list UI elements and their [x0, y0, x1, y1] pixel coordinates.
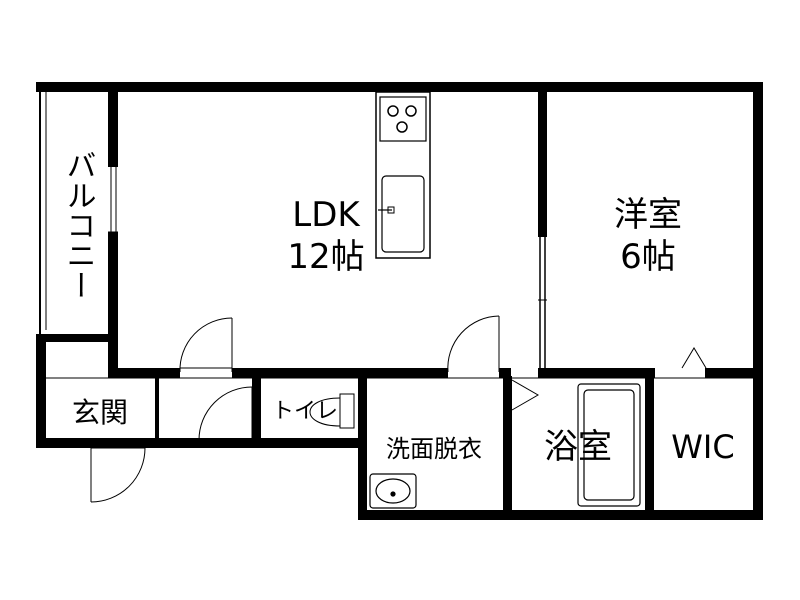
toilet-label: トイレ: [272, 399, 338, 424]
toilet-fixture: [309, 393, 355, 429]
ldk-size-label: 12帖: [287, 237, 364, 277]
wash-basin: [369, 473, 417, 509]
sliding-door: [538, 237, 547, 368]
balcony-label: バルコニー: [61, 150, 96, 300]
kitchen-counter: [375, 91, 431, 259]
balcony: [39, 88, 47, 335]
doors: [46, 315, 753, 503]
ldk-label: LDK: [292, 195, 361, 235]
washroom-label: 洗面脱衣: [386, 435, 482, 463]
entrance-label: 玄関: [72, 396, 128, 429]
windows: [108, 165, 763, 296]
walls: [36, 82, 763, 520]
wic-label: WIC: [671, 428, 734, 466]
western-size-label: 6帖: [620, 237, 676, 277]
western-label: 洋室: [614, 195, 682, 235]
bathtub: [577, 383, 641, 507]
bath-label: 浴室: [544, 427, 612, 467]
